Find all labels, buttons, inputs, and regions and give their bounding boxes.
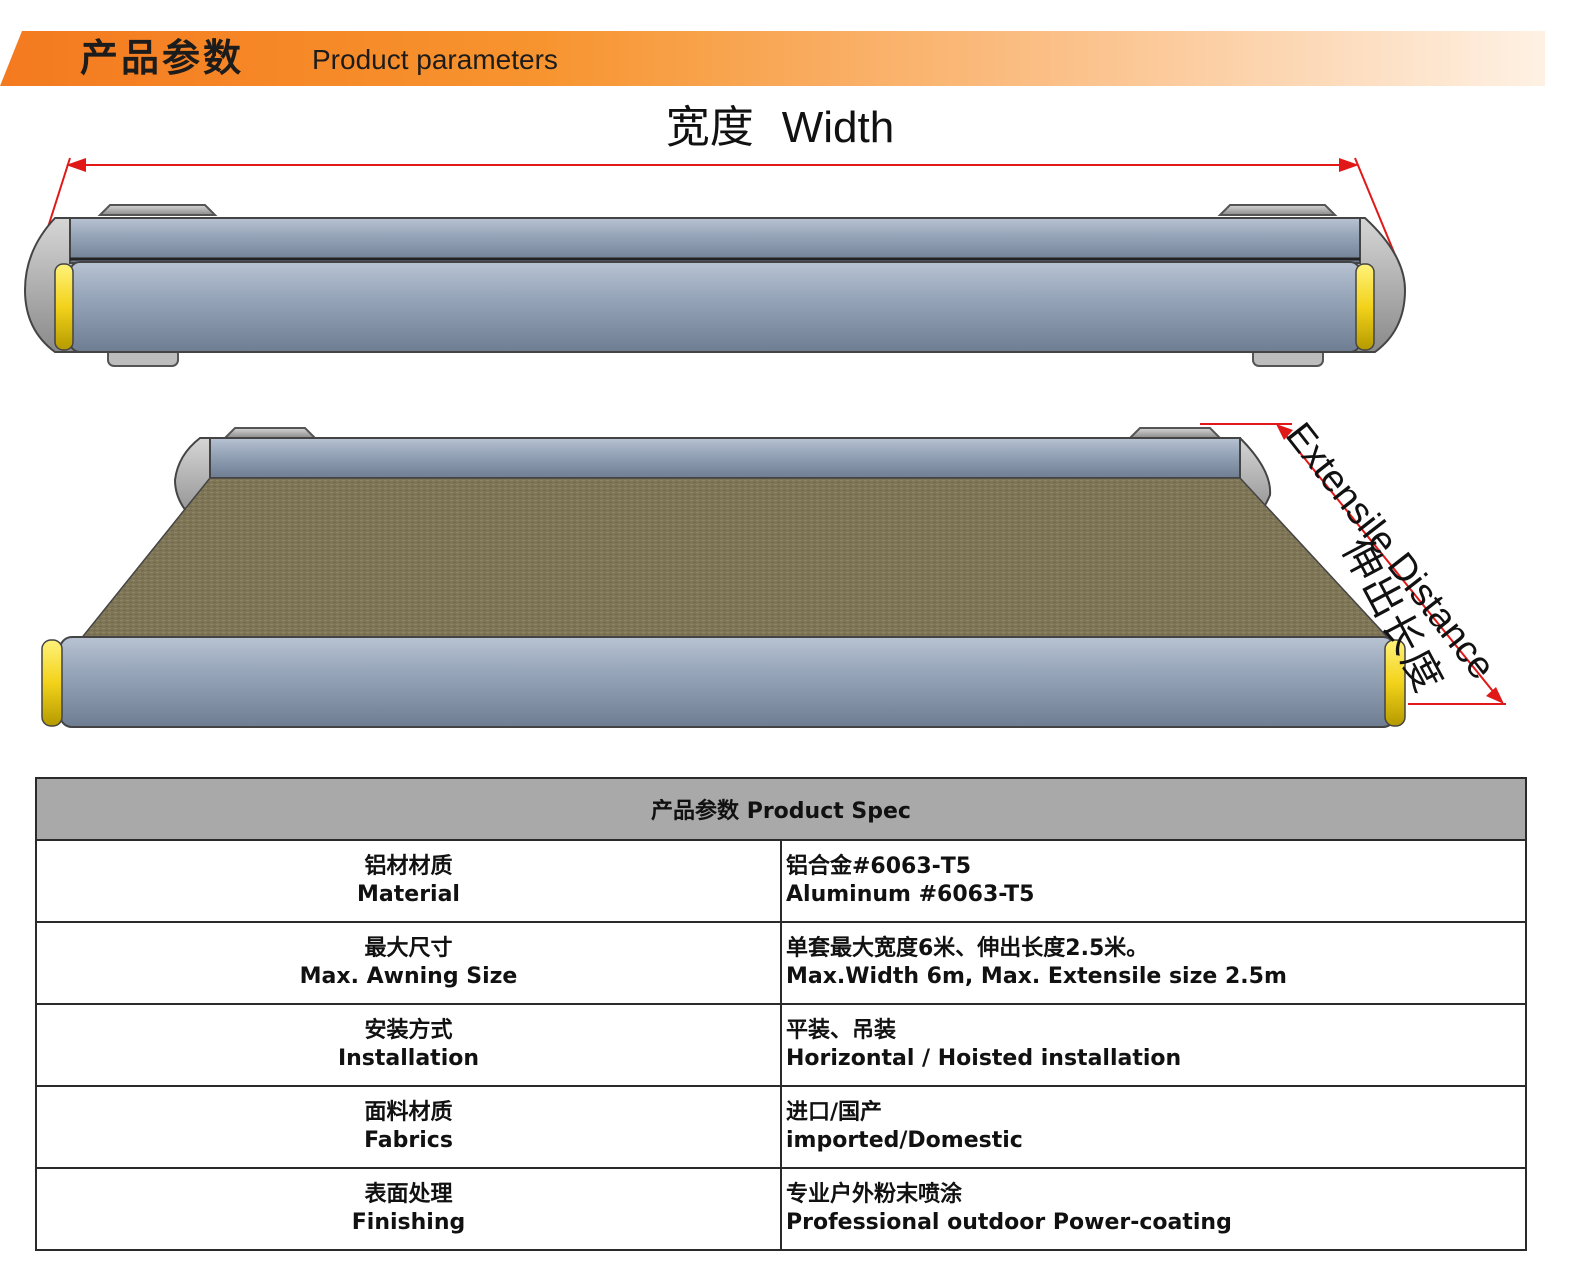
header-title-cn: 产品参数	[80, 36, 245, 80]
extensile-dimension	[1200, 423, 1506, 705]
spec-value-cn: 专业户外粉末喷涂	[786, 1182, 963, 1207]
width-label-cn: 宽度	[665, 103, 754, 152]
spec-value-en: Professional outdoor Power-coating	[786, 1210, 1232, 1235]
header-banner: 产品参数 Product parameters	[0, 31, 1545, 86]
spec-value-en: Aluminum #6063-T5	[786, 882, 1035, 907]
spec-label-en: Material	[357, 882, 460, 907]
table-row: 最大尺寸 Max. Awning Size 单套最大宽度6米、伸出长度2.5米。 M…	[35, 921, 1527, 1005]
spec-table-header-row: 产品参数 Product Spec	[35, 777, 1527, 841]
spec-label-cn: 表面处理	[364, 1182, 453, 1207]
spec-value-en: Horizontal / Hoisted installation	[786, 1046, 1182, 1071]
spec-value-cell: 进口/国产 imported/Domestic	[780, 1085, 1527, 1169]
spec-value-en: Max.Width 6m, Max. Extensile size 2.5m	[786, 964, 1287, 989]
spec-label-cell: 面料材质 Fabrics	[35, 1085, 782, 1169]
spec-label-cell: 安装方式 Installation	[35, 1003, 782, 1087]
table-row: 安装方式 Installation 平装、吊装 Horizontal / Hoist…	[35, 1003, 1527, 1087]
open-awning	[41, 427, 1406, 728]
spec-value-cell: 平装、吊装 Horizontal / Hoisted installation	[780, 1003, 1527, 1087]
spec-value-cn: 进口/国产	[786, 1100, 883, 1125]
width-label: 宽度 Width	[0, 100, 1560, 156]
spec-value-en: imported/Domestic	[786, 1128, 1023, 1153]
spec-label-cell: 最大尺寸 Max. Awning Size	[35, 921, 782, 1005]
table-row: 表面处理 Finishing 专业户外粉末喷涂 Professional outdo…	[35, 1167, 1527, 1251]
closed-cassette	[23, 204, 1407, 367]
spec-label-en: Finishing	[351, 1210, 466, 1235]
spec-table-title: 产品参数 Product Spec	[35, 777, 1527, 841]
spec-label-en: Max. Awning Size	[299, 964, 518, 989]
table-row: 面料材质 Fabrics 进口/国产 imported/Domestic	[35, 1085, 1527, 1169]
spec-value-cn: 平装、吊装	[786, 1018, 897, 1043]
spec-label-cell: 表面处理 Finishing	[35, 1167, 782, 1251]
spec-label-en: Fabrics	[364, 1128, 453, 1153]
awning-illustration	[23, 157, 1506, 728]
spec-value-cn: 铝合金#6063-T5	[786, 854, 972, 879]
product-spec-table: 产品参数 Product Spec 铝材材质 Material 铝合金#6063-…	[35, 777, 1527, 1251]
spec-label-cn: 安装方式	[364, 1018, 453, 1043]
header-title-en: Product parameters	[312, 44, 558, 75]
spec-label-cell: 铝材材质 Material	[35, 839, 782, 923]
spec-value-cn: 单套最大宽度6米、伸出长度2.5米。	[786, 936, 1149, 961]
spec-value-cell: 单套最大宽度6米、伸出长度2.5米。 Max.Width 6m, Max. Ext…	[780, 921, 1527, 1005]
spec-label-cn: 最大尺寸	[364, 936, 453, 961]
spec-value-cell: 专业户外粉末喷涂 Professional outdoor Power-coati…	[780, 1167, 1527, 1251]
spec-label-cn: 面料材质	[364, 1100, 453, 1125]
width-label-en: Width	[781, 103, 895, 152]
spec-label-cn: 铝材材质	[364, 854, 453, 879]
spec-label-en: Installation	[337, 1046, 480, 1071]
